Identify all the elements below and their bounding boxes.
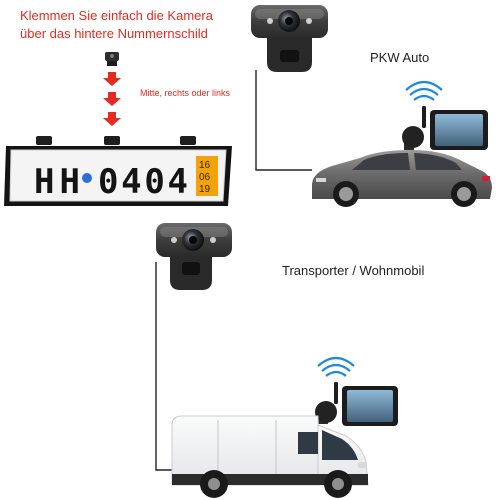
- down-arrow-icon: [103, 92, 121, 106]
- plate-sticker: [196, 156, 218, 196]
- small-camera-icon: [105, 52, 119, 66]
- plate-position-note: Mitte, rechts oder links: [140, 88, 231, 98]
- connection-line-van: [155, 262, 172, 471]
- plate-sticker-line-2: 06: [199, 172, 211, 183]
- van-icon: [171, 415, 369, 498]
- connection-line-car: [255, 70, 312, 171]
- car-section-label: PKW Auto: [370, 50, 430, 65]
- monitor-icon: [315, 356, 398, 426]
- backup-camera-icon: [156, 223, 232, 290]
- header-line-2: über das hintere Nummernschild: [20, 26, 208, 41]
- plate-sticker-line-3: 19: [199, 184, 211, 195]
- plate-seal-icon: [82, 173, 92, 183]
- down-arrow-icon: [103, 72, 121, 86]
- plate-sticker-line-1: 16: [199, 160, 211, 171]
- backup-camera-icon: [251, 5, 328, 72]
- van-section-label: Transporter / Wohnmobil: [282, 263, 425, 278]
- monitor-icon: [402, 80, 488, 150]
- license-plate: [4, 136, 232, 206]
- sedan-car-icon: [312, 150, 492, 207]
- down-arrow-icon: [103, 112, 121, 126]
- header-line-1: Klemmen Sie einfach die Kamera: [20, 8, 213, 23]
